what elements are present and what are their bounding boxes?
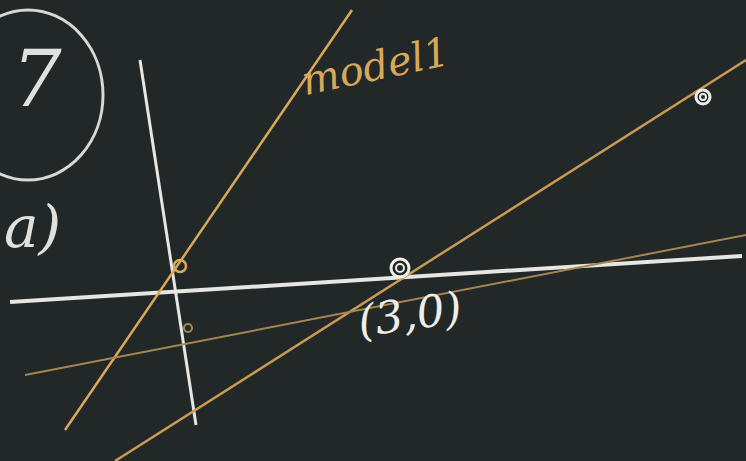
problem-number: 7 [12, 40, 62, 118]
problem-circle [0, 10, 103, 180]
part-label: a) [4, 198, 61, 256]
data-point [396, 264, 404, 272]
fit-line [115, 60, 746, 461]
data-point [391, 259, 409, 277]
intercept-point [184, 324, 192, 332]
flat-line [25, 235, 746, 375]
data-point [696, 90, 710, 104]
y-axis [140, 60, 196, 425]
data-point [700, 94, 706, 100]
intercept-point [174, 260, 186, 272]
